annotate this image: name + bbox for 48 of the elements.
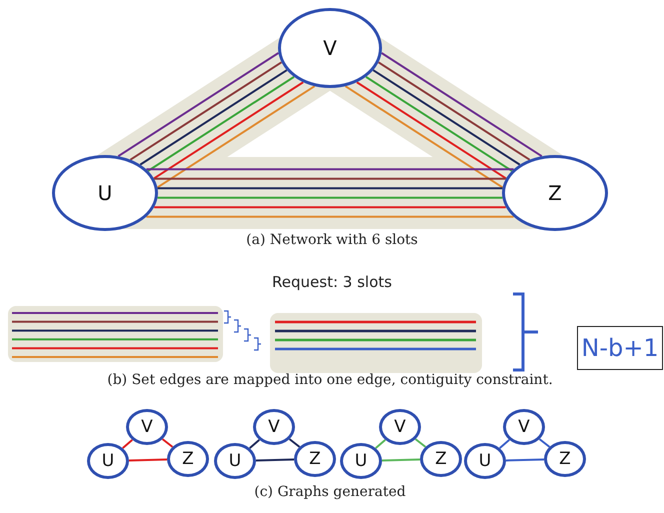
link-line — [506, 458, 544, 462]
link-line — [154, 206, 506, 208]
graph-node: U — [52, 155, 158, 231]
graph-node: U — [214, 443, 256, 479]
link-line — [378, 62, 530, 160]
graph-node: U — [340, 443, 382, 479]
graph-node: U — [464, 443, 506, 479]
graph-node: V — [278, 8, 382, 88]
link-line — [140, 69, 288, 166]
link-line — [128, 458, 168, 462]
link-line — [162, 438, 174, 448]
link-line — [372, 69, 520, 166]
link-line — [381, 52, 542, 158]
link-line — [382, 458, 420, 462]
link-line — [288, 438, 300, 448]
request-label: Request: 3 slots — [272, 273, 392, 291]
caption: (a) Network with 6 slots — [246, 232, 418, 248]
link-line — [158, 187, 502, 190]
link-line — [122, 439, 133, 449]
link-line — [365, 76, 512, 172]
link-line — [249, 439, 260, 449]
graph-node: V — [126, 409, 168, 445]
link-line — [538, 438, 550, 448]
link-line — [118, 52, 279, 158]
link-line — [130, 62, 282, 160]
graph-node: Z — [502, 155, 608, 231]
link-line — [356, 81, 507, 180]
graph-node: V — [253, 409, 295, 445]
caption: (c) Graphs generated — [254, 484, 406, 500]
graph-node: Z — [294, 441, 336, 477]
link-line — [344, 85, 504, 188]
caption: (b) Set edges are mapped into one edge, contiguity constraint. — [107, 372, 553, 388]
link-line — [148, 76, 295, 172]
link-line — [154, 178, 506, 180]
graph-node: Z — [167, 441, 209, 477]
link-line — [158, 196, 502, 199]
formula-box: N-b+1 — [577, 326, 663, 370]
graph-node: Z — [420, 441, 462, 477]
link-line — [156, 85, 316, 188]
graph-node: U — [87, 443, 129, 479]
link-line — [256, 458, 294, 462]
link-line — [414, 438, 426, 448]
link-line — [153, 81, 304, 180]
graph-node: V — [379, 409, 421, 445]
link-line — [499, 439, 510, 449]
graph-node: Z — [544, 441, 586, 477]
link-line — [375, 439, 386, 449]
graph-node: V — [503, 409, 545, 445]
